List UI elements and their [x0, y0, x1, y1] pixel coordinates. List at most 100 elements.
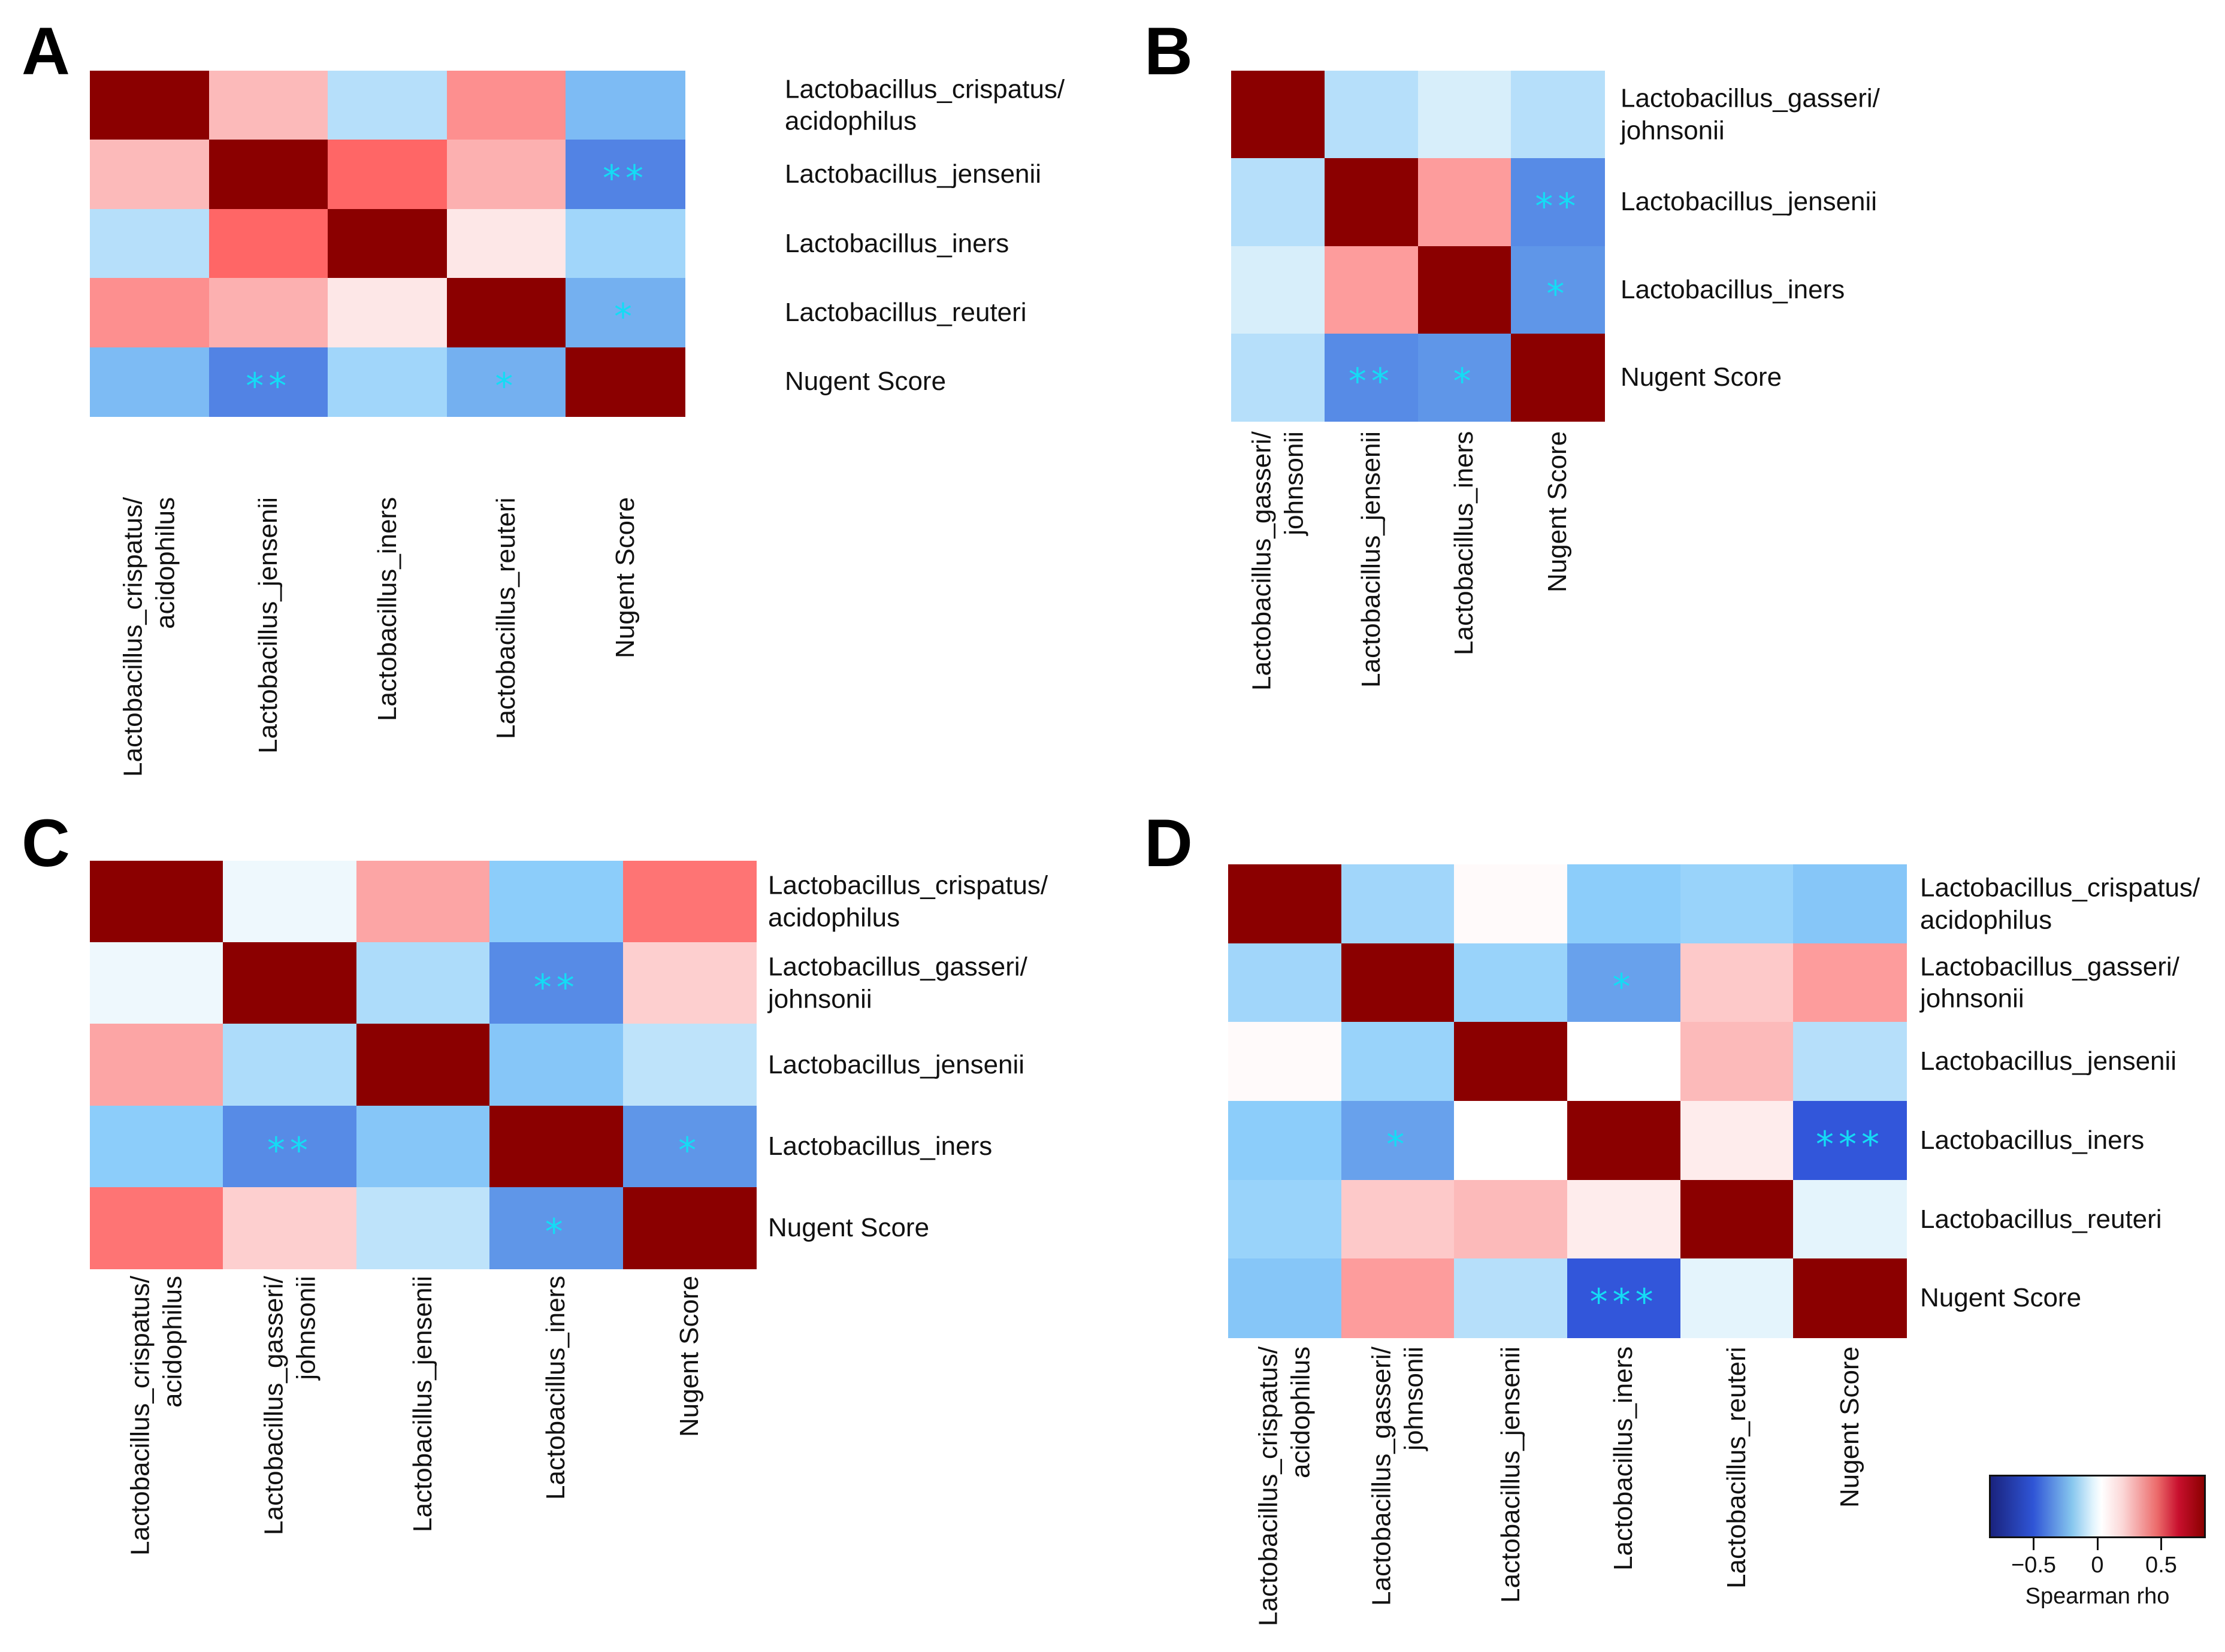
column-label-lactobacillus-crispatus-acidophilus: Lactobacillus_crispatus/acidophilus: [125, 1275, 188, 1556]
heatmap-cell-c-r3-c3: [489, 1105, 624, 1188]
heatmap-cell-d-r4-c2: [1454, 1179, 1568, 1259]
heatmap-cell-d-r0-c4: [1680, 864, 1794, 944]
heatmap-cell-c-r0-c4: [622, 861, 757, 943]
heatmap-cell-d-r0-c0: [1228, 864, 1342, 944]
heatmap-cell-c-r1-c3: **: [489, 942, 624, 1024]
heatmap-cell-b-r3-c0: [1231, 333, 1325, 422]
heatmap-cell-a-r0-c3: [446, 71, 566, 140]
heatmap-cell-d-r4-c0: [1228, 1179, 1342, 1259]
row-label-nugent-score: Nugent Score: [1621, 362, 1782, 392]
heatmap-cell-a-r3-c3: [446, 278, 566, 348]
significance-marker: *: [1612, 966, 1636, 1008]
heatmap-cell-c-r3-c1: **: [223, 1105, 357, 1188]
heatmap-cell-c-r1-c4: [622, 942, 757, 1024]
heatmap-cell-c-r2-c4: [622, 1024, 757, 1106]
significance-marker: ***: [1589, 1281, 1658, 1324]
heatmap-cell-b-r3-c2: *: [1417, 333, 1511, 422]
row-label-nugent-score: Nugent Score: [768, 1213, 930, 1243]
significance-marker: *: [495, 365, 518, 407]
colorbar-tick: [2096, 1538, 2099, 1550]
heatmap-cell-d-r5-c4: [1680, 1258, 1794, 1338]
heatmap-cell-a-r3-c1: [208, 278, 328, 348]
heatmap-cell-b-r1-c2: [1417, 158, 1511, 247]
heatmap-cell-b-r0-c3: [1511, 71, 1605, 159]
significance-marker: *: [1546, 273, 1570, 315]
significance-marker: **: [533, 966, 579, 1009]
heatmap-cell-c-r3-c2: [356, 1105, 490, 1188]
panel-letter-c: C: [22, 806, 70, 881]
significance-marker: *: [545, 1211, 568, 1254]
heatmap-cell-c-r3-c0: [90, 1105, 223, 1188]
heatmap-cell-c-r0-c1: [223, 861, 357, 943]
significance-marker: *: [678, 1129, 702, 1172]
column-label-nugent-score: Nugent Score: [1834, 1346, 1864, 1508]
row-label-lactobacillus-gasseri-johnsonii: Lactobacillus_gasseri/johnsonii: [1920, 951, 2179, 1013]
panel-letter-b: B: [1144, 14, 1193, 89]
heatmap-cell-b-r2-c0: [1231, 246, 1325, 334]
column-label-lactobacillus-reuteri: Lactobacillus_reuteri: [1722, 1347, 1752, 1589]
heatmap-cell-d-r3-c1: *: [1341, 1101, 1455, 1181]
heatmap-cell-a-r0-c0: [90, 71, 210, 140]
heatmap-cell-a-r3-c0: [90, 278, 210, 348]
row-label-lactobacillus-iners: Lactobacillus_iners: [768, 1131, 993, 1161]
heatmap-cell-d-r3-c0: [1228, 1101, 1342, 1181]
heatmap-cell-c-r0-c2: [356, 861, 490, 943]
row-label-lactobacillus-crispatus-acidophilus: Lactobacillus_crispatus/acidophilus: [768, 870, 1048, 933]
heatmap-cell-d-r2-c4: [1680, 1022, 1794, 1102]
heatmap-cell-c-r2-c3: [489, 1024, 624, 1106]
heatmap-cell-c-r2-c1: [223, 1024, 357, 1106]
heatmap-cell-a-r1-c0: [90, 140, 210, 210]
row-label-lactobacillus-gasseri-johnsonii: Lactobacillus_gasseri/johnsonii: [768, 952, 1027, 1014]
column-label-lactobacillus-jensenii: Lactobacillus_jensenii: [408, 1275, 438, 1532]
heatmap-cell-c-r3-c4: *: [622, 1105, 757, 1188]
heatmap-cell-b-r0-c2: [1417, 71, 1511, 159]
column-label-nugent-score: Nugent Score: [1543, 431, 1573, 592]
colorbar-tick-label: 0.5: [2145, 1553, 2177, 1578]
heatmap-cell-d-r3-c4: [1680, 1101, 1794, 1181]
panel-letter-a: A: [22, 14, 70, 89]
column-label-lactobacillus-iners: Lactobacillus_iners: [541, 1275, 571, 1500]
row-label-lactobacillus-jensenii: Lactobacillus_jensenii: [1621, 187, 1878, 217]
heatmap-cell-d-r5-c3: ***: [1567, 1258, 1681, 1338]
heatmap-cell-c-r2-c2: [356, 1024, 490, 1106]
heatmap-cell-b-r1-c1: [1324, 158, 1419, 247]
heatmap-cell-d-r2-c5: [1793, 1022, 1907, 1102]
heatmap-cell-a-r4-c1: **: [208, 347, 328, 417]
column-label-lactobacillus-jensenii: Lactobacillus_jensenii: [253, 497, 283, 754]
colorbar-title: Spearman rho: [2025, 1584, 2170, 1609]
column-label-lactobacillus-gasseri-johnsonii: Lactobacillus_gasseri/johnsonii: [258, 1276, 321, 1535]
heatmap-cell-b-r2-c1: [1324, 246, 1419, 334]
row-label-lactobacillus-jensenii: Lactobacillus_jensenii: [768, 1049, 1025, 1079]
heatmap-cell-b-r3-c1: **: [1324, 333, 1419, 422]
heatmap-cell-a-r1-c2: [328, 140, 448, 210]
column-label-lactobacillus-gasseri-johnsonii: Lactobacillus_gasseri/johnsonii: [1367, 1347, 1428, 1606]
heatmap-cell-d-r0-c3: [1567, 864, 1681, 944]
heatmap-cell-d-r5-c0: [1228, 1258, 1342, 1338]
column-label-lactobacillus-crispatus-acidophilus: Lactobacillus_crispatus/acidophilus: [118, 497, 180, 777]
significance-marker: **: [246, 365, 292, 407]
heatmap-cell-a-r3-c4: *: [566, 278, 685, 348]
heatmap-cell-d-r5-c5: [1793, 1258, 1907, 1338]
heatmap-cell-d-r5-c1: [1341, 1258, 1455, 1338]
heatmap-cell-a-r0-c2: [328, 71, 448, 140]
heatmap-cell-a-r1-c4: **: [566, 140, 685, 210]
column-label-lactobacillus-iners: Lactobacillus_iners: [1449, 431, 1479, 655]
heatmap-cell-d-r3-c2: [1454, 1101, 1568, 1181]
row-label-lactobacillus-jensenii: Lactobacillus_jensenii: [1920, 1046, 2177, 1076]
heatmap-cell-d-r3-c3: [1567, 1101, 1681, 1181]
heatmap-cell-a-r4-c3: *: [446, 347, 566, 417]
significance-marker: **: [267, 1129, 313, 1172]
row-label-lactobacillus-reuteri: Lactobacillus_reuteri: [1920, 1204, 2162, 1234]
row-label-lactobacillus-crispatus-acidophilus: Lactobacillus_crispatus/acidophilus: [785, 74, 1065, 136]
heatmap-cell-d-r0-c5: [1793, 864, 1907, 944]
significance-marker: *: [1386, 1124, 1410, 1166]
heatmap-cell-d-r1-c4: [1680, 943, 1794, 1022]
column-label-lactobacillus-gasseri-johnsonii: Lactobacillus_gasseri/johnsonii: [1247, 431, 1308, 691]
heatmap-cell-b-r2-c2: [1417, 246, 1511, 334]
heatmap-cell-b-r2-c3: *: [1511, 246, 1605, 334]
heatmap-cell-a-r0-c4: [566, 71, 685, 140]
row-label-lactobacillus-gasseri-johnsonii: Lactobacillus_gasseri/johnsonii: [1621, 83, 1880, 146]
significance-marker: ***: [1815, 1124, 1884, 1166]
